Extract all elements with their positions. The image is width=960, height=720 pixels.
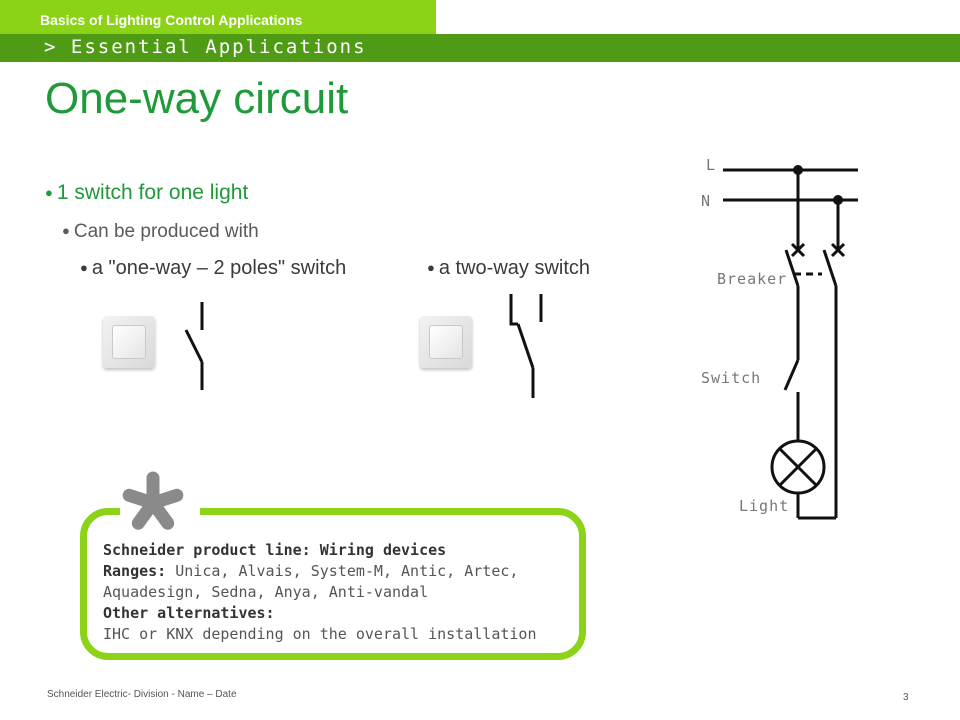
section-bar: > Essential Applications [0,34,960,62]
page-title: One-way circuit [45,74,349,123]
option-one-text: a "one-way – 2 poles" switch [91,257,347,279]
label-light: Light [739,497,790,515]
note-frame [80,508,586,660]
switch-rocker [112,325,146,359]
label-switch: Switch [701,369,762,387]
note-alternatives-label: Other alternatives: [103,604,275,622]
note-alternatives-text: IHC or KNX depending on the overall inst… [103,625,537,643]
note-ranges-text: Unica, Alvais, System-M, Antic, Artec, A… [103,562,519,601]
top-tag: Basics of Lighting Control Applications [0,0,436,34]
one-way-switch-image [103,316,155,368]
option-two-text: a two-way switch [438,257,591,279]
bullet-level1-text: 1 switch for one light [56,181,249,204]
page-number: 3 [903,692,909,703]
two-way-switch-symbol [509,294,543,398]
bullet-level2: ●Can be produced with [62,221,259,243]
note-line1: Schneider product line: Wiring devices [103,541,447,559]
bullet-option-one: ●a "one-way – 2 poles" switch [80,257,346,280]
bullet-option-two: ●a two-way switch [427,257,590,280]
label-n: N [701,192,712,210]
one-way-switch-symbol [184,302,204,390]
top-tag-label: Basics of Lighting Control Applications [40,12,303,28]
note-ranges-label: Ranges: [103,562,167,580]
bullet-dot-icon: ● [45,185,53,200]
asterisk-icon [122,471,184,530]
label-breaker: Breaker [717,270,788,288]
circuit-diagram [723,165,858,520]
bullet-level2-text: Can be produced with [73,221,259,242]
two-way-switch-image [420,316,472,368]
label-l: L [706,156,717,174]
bullet-dot-icon: ● [80,260,88,275]
bullet-dot-icon: ● [62,223,70,238]
bullet-dot-icon: ● [427,260,435,275]
section-label: > Essential Applications [44,36,367,58]
bullet-level1: ●1 switch for one light [45,181,248,205]
footer-text: Schneider Electric- Division - Name – Da… [47,689,237,700]
note-ranges: Ranges: Unica, Alvais, System-M, Antic, … [103,561,573,603]
note-text: Schneider product line: Wiring devices R… [103,540,573,645]
switch-rocker [429,325,463,359]
